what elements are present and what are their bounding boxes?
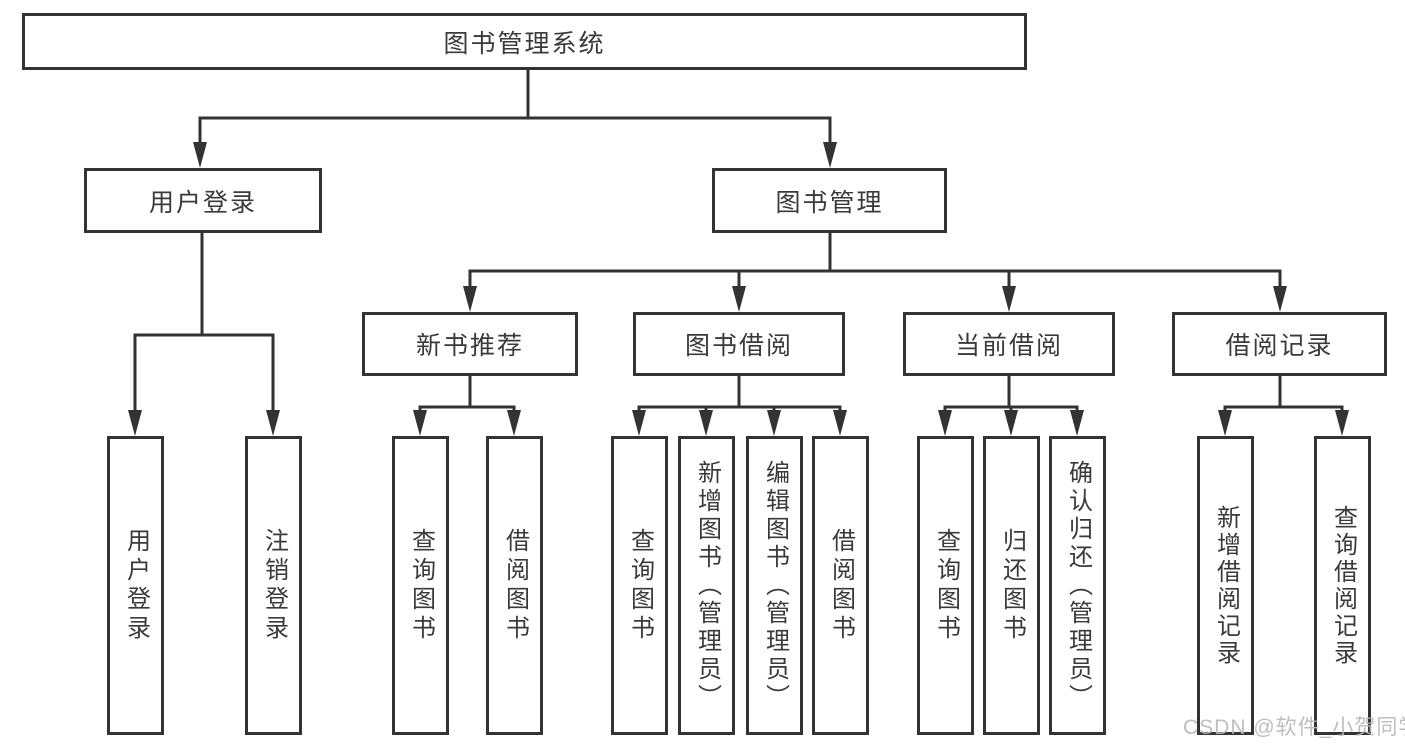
- node-borrow-records: 借阅记录: [1172, 312, 1387, 376]
- connector-current-borrow-to-leaves: [943, 375, 1079, 414]
- leaf-edit-book-admin: 编辑图书（管理员）: [746, 436, 803, 735]
- leaf-borrow-book-recommend: 借阅图书: [486, 436, 543, 735]
- leaf-borrow-book: 借阅图书: [812, 436, 869, 735]
- leaf-query-book-borrow: 查询图书: [611, 436, 668, 735]
- leaf-add-borrow-record: 新增借阅记录: [1197, 436, 1254, 735]
- leaf-confirm-return-admin: 确认归还（管理员）: [1049, 436, 1106, 735]
- node-current-borrow: 当前借阅: [903, 312, 1115, 376]
- node-library-management-system: 图书管理系统: [22, 13, 1027, 70]
- leaf-add-book-admin: 新增图书（管理员）: [678, 436, 735, 735]
- node-book-borrow: 图书借阅: [633, 312, 845, 376]
- node-book-management-module: 图书管理: [712, 168, 947, 233]
- leaf-user-login: 用户登录: [107, 436, 164, 735]
- connector-new-book-rec-to-leaves: [418, 375, 516, 414]
- connector-user-login-to-leaves: [133, 233, 275, 414]
- node-user-login-module: 用户登录: [84, 168, 322, 233]
- leaf-logout: 注销登录: [245, 436, 302, 735]
- leaf-query-borrow-record: 查询借阅记录: [1314, 436, 1371, 735]
- leaf-query-book-recommend: 查询图书: [392, 436, 449, 735]
- leaf-query-book-current: 查询图书: [917, 436, 974, 735]
- connector-root-to-level1: [198, 69, 832, 146]
- connector-borrow-records-to-leaves: [1223, 375, 1344, 414]
- arrowheads: [128, 142, 1349, 436]
- leaf-return-book: 归还图书: [983, 436, 1040, 735]
- csdn-watermark: CSDN @软件_小贺同学: [1183, 716, 1405, 739]
- connector-book-borrow-to-leaves: [637, 375, 842, 414]
- node-new-book-recommend: 新书推荐: [362, 312, 578, 376]
- connector-book-mgmt-to-level2: [468, 233, 1282, 290]
